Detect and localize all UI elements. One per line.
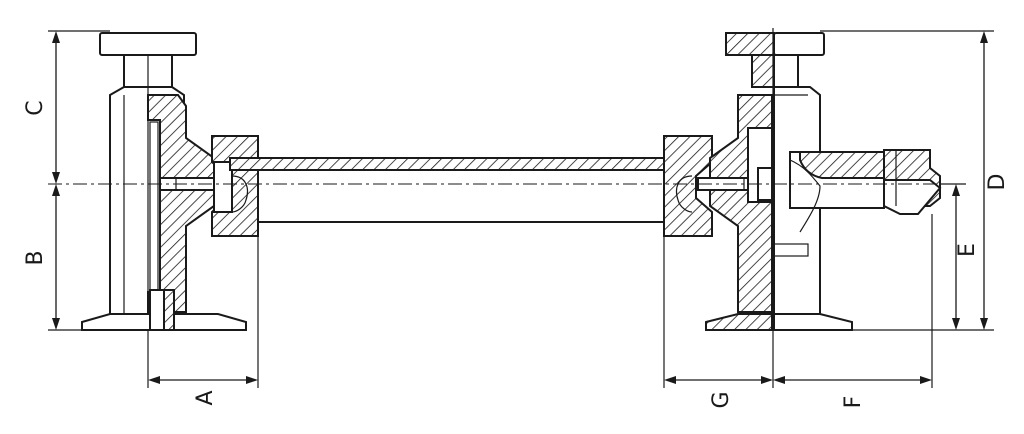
dimension-c-label: C [23, 100, 48, 115]
dimension-f-label: F [841, 396, 866, 409]
dimension-f: F [773, 376, 932, 408]
right-ferrule [705, 313, 773, 331]
dimension-a-label: A [193, 390, 218, 405]
dimension-b: B [23, 184, 60, 330]
right-flange [663, 135, 713, 237]
dimension-e: E [952, 184, 980, 330]
tube-shield [229, 157, 671, 171]
dimension-b-label: B [23, 250, 48, 265]
dimension-g-label: G [709, 391, 734, 408]
right-ferrule-outer [773, 313, 853, 331]
dimension-c: C [23, 31, 60, 184]
right-handwheel [773, 32, 825, 56]
dimension-g: G [664, 376, 773, 409]
dimension-a: A [148, 376, 258, 406]
right-stem [773, 54, 799, 88]
dimension-d-label: D [985, 174, 1010, 191]
dimension-e-label: E [955, 243, 980, 257]
right-handwheel-section [725, 32, 775, 56]
tube-body [257, 169, 665, 223]
extension-lines [48, 30, 994, 388]
right-valve [663, 32, 942, 331]
dimension-d: D [980, 31, 1010, 330]
left-valve [81, 32, 259, 331]
left-handwheel [99, 32, 197, 56]
left-body-section [147, 94, 215, 313]
glass-tube [229, 157, 671, 223]
